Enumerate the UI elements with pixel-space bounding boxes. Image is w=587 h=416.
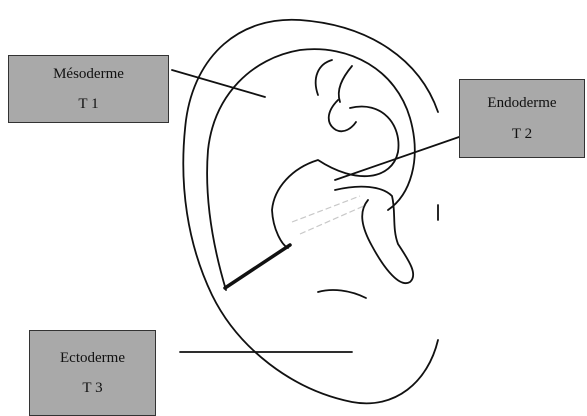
- label-box-mesoderme: Mésoderme T 1: [8, 55, 169, 123]
- label-endoderme-code: T 2: [512, 126, 532, 143]
- label-mesoderme-name: Mésoderme: [53, 66, 124, 83]
- label-mesoderme-code: T 1: [78, 96, 98, 113]
- ear-outer-outline: [183, 20, 438, 404]
- ear-scapha-mark-3: [339, 66, 352, 102]
- ear-concha-curve: [272, 106, 399, 248]
- ear-inner-rim: [207, 49, 415, 290]
- ear-scapha-mark-1: [316, 60, 332, 95]
- label-ectoderme-name: Ectoderme: [60, 350, 125, 367]
- ear-lobe-crease: [318, 290, 366, 298]
- ear-scapha-mark-2: [329, 100, 356, 131]
- label-endoderme-name: Endoderme: [487, 95, 556, 112]
- separator-thick-line: [225, 245, 290, 288]
- faint-line-2: [300, 205, 366, 234]
- label-box-endoderme: Endoderme T 2: [459, 79, 585, 158]
- pointer-line-endoderme: [335, 137, 459, 180]
- pointer-line-mesoderme: [172, 70, 265, 97]
- label-box-ectoderme: Ectoderme T 3: [29, 330, 156, 416]
- faint-line-1: [292, 196, 360, 222]
- label-ectoderme-code: T 3: [82, 380, 102, 397]
